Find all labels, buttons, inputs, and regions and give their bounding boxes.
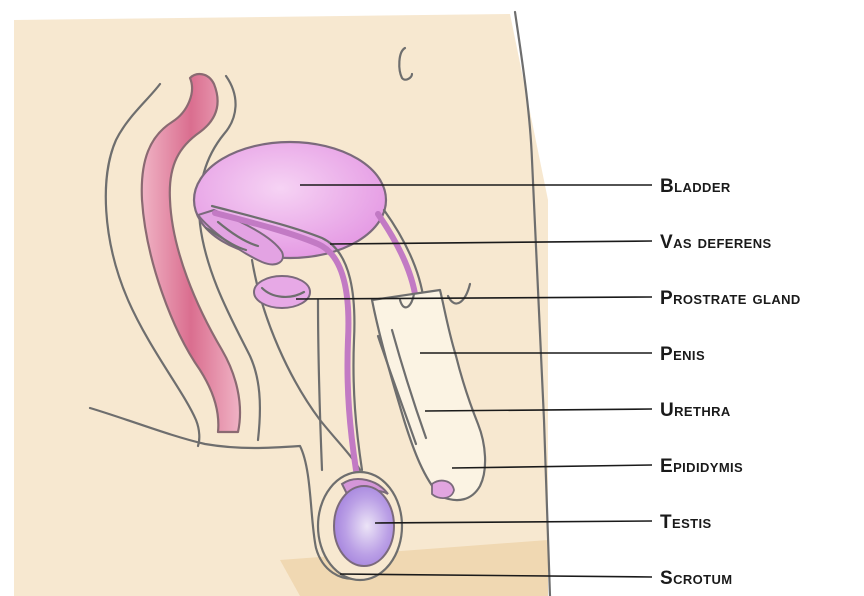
- label-urethra: Urethra: [660, 400, 731, 421]
- prostate-body: [254, 276, 310, 308]
- glans-tip: [432, 481, 454, 498]
- labels: Bladder Vas deferens Prostrate gland Pen…: [660, 176, 801, 589]
- label-vas-deferens: Vas deferens: [660, 232, 772, 253]
- testis-body: [334, 486, 394, 566]
- bladder-body: [194, 142, 386, 258]
- label-scrotum: Scrotum: [660, 568, 733, 589]
- label-epididymis: Epididymis: [660, 456, 743, 477]
- label-bladder: Bladder: [660, 176, 731, 197]
- label-penis: Penis: [660, 344, 705, 365]
- label-testis: Testis: [660, 512, 712, 533]
- prostate: [254, 276, 310, 308]
- label-prostrate-gland: Prostrate gland: [660, 288, 801, 309]
- testis-group: [318, 472, 402, 580]
